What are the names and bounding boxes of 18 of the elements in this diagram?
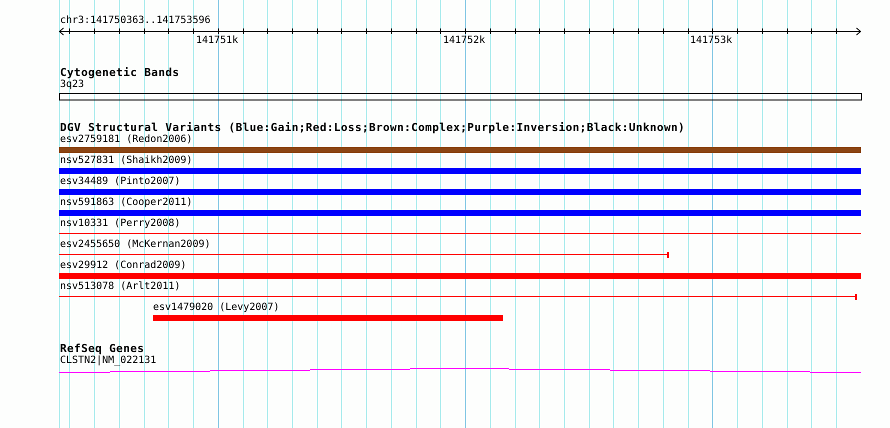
feature-label: CLSTN2|NM_022131 (60, 355, 156, 367)
feature-label: esv1479020 (Levy2007) (153, 302, 280, 314)
track-title: Cytogenetic Bands (60, 67, 180, 79)
feature-label: 3q23 (60, 79, 84, 91)
tick-label: 141751k (196, 34, 238, 46)
feature-label: nsv591863 (Cooper2011) (60, 197, 192, 209)
feature-label: nsv513078 (Arlt2011) (60, 281, 180, 293)
feature-label: esv34489 (Pinto2007) (60, 176, 180, 188)
track-title: RefSeq Genes (60, 343, 144, 355)
tick-label: 141752k (443, 34, 486, 46)
feature-label: nsv527831 (Shaikh2009) (60, 155, 192, 167)
track-title: DGV Structural Variants (Blue:Gain;Red:Loss;Brown:Complex;Purple:Inversion;Black:Unknown) (60, 122, 686, 134)
feature-label: esv29912 (Conrad2009) (60, 260, 186, 272)
tick-label: 141753k (690, 34, 732, 46)
feature-label: esv2455650 (McKernan2009) (60, 239, 211, 251)
coordinate-range-label: chr3:141750363..141753596 (60, 15, 211, 27)
feature-label: esv2759181 (Redon2006) (60, 134, 192, 146)
feature-label: nsv10331 (Perry2008) (60, 218, 180, 230)
